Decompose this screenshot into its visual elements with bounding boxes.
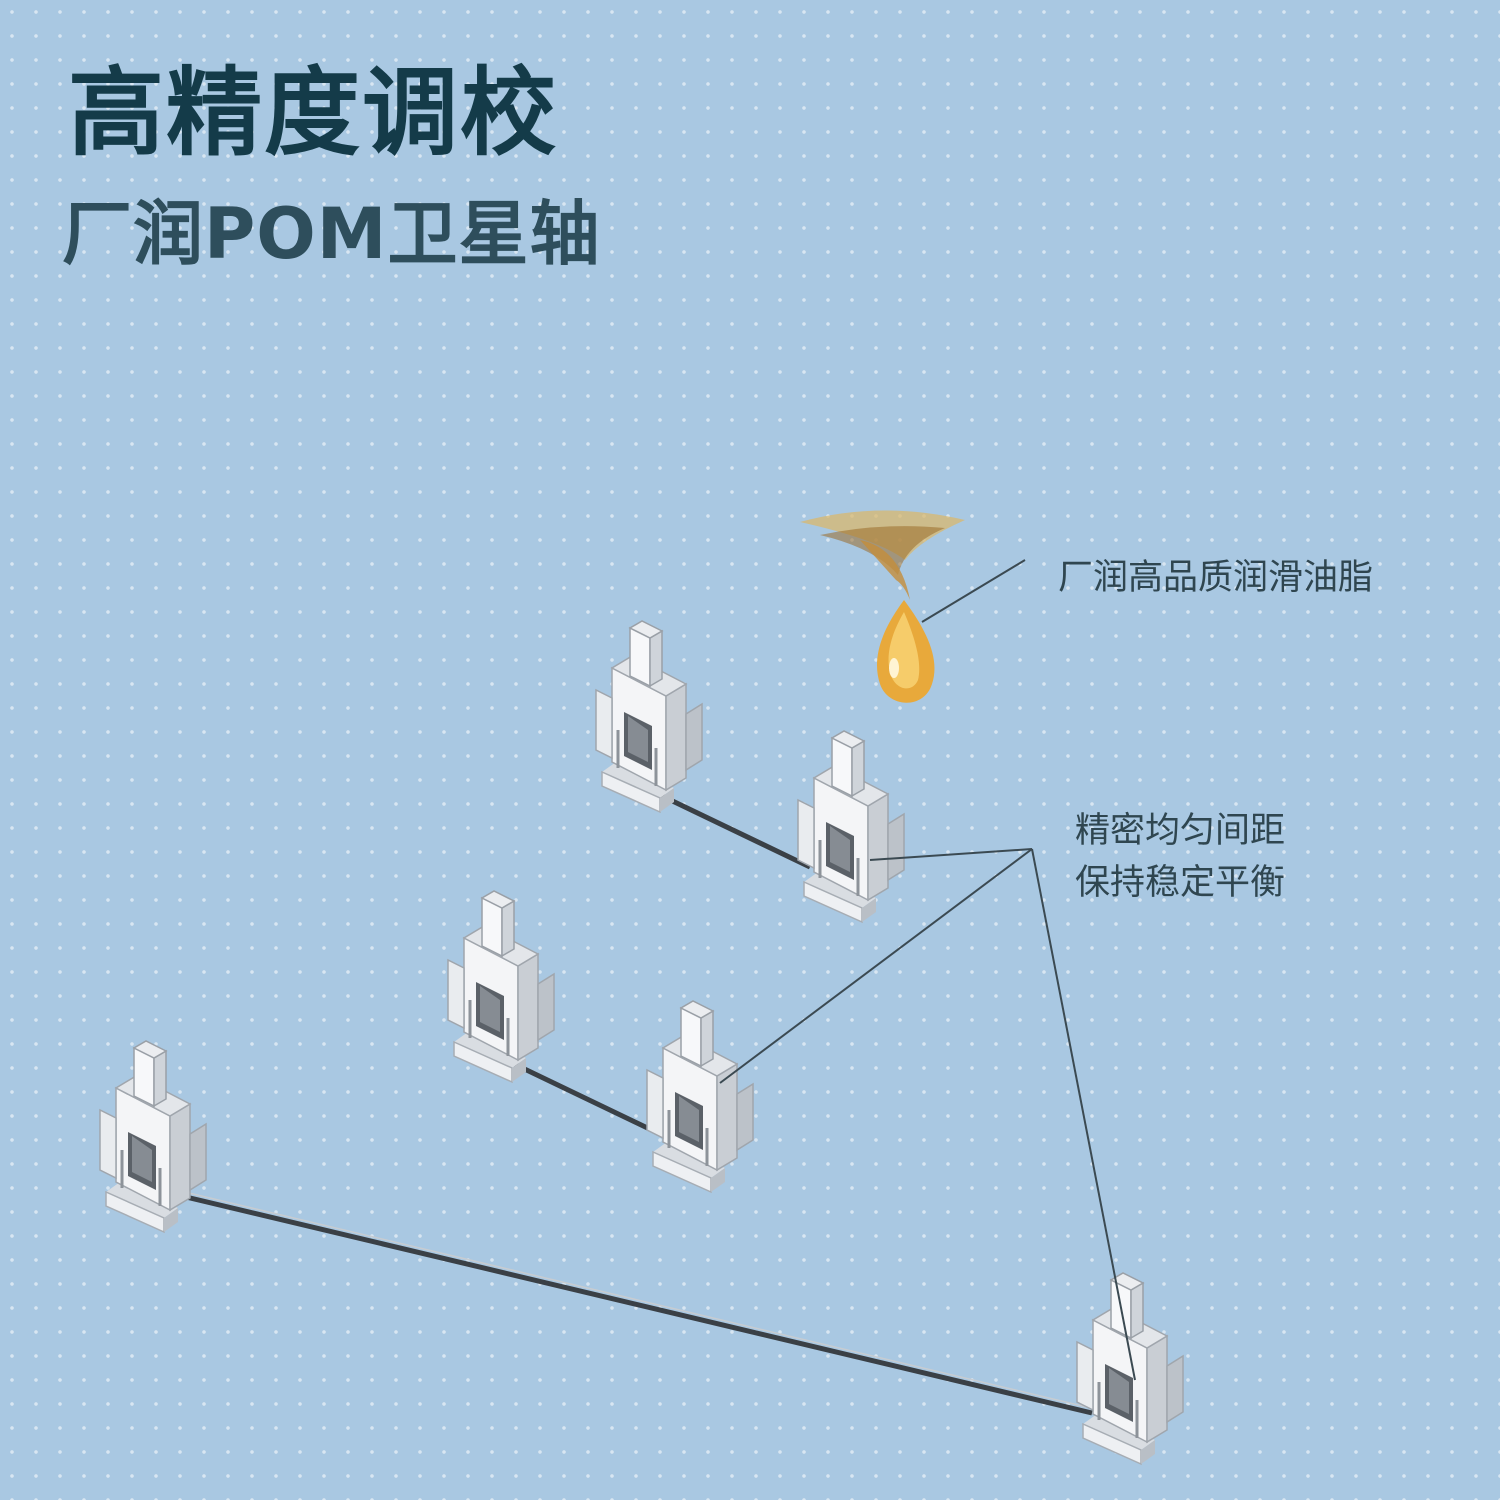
oil-drop-icon	[800, 510, 965, 703]
stabilizer-housing	[98, 1039, 208, 1234]
headline-title: 高精度调校	[68, 57, 558, 169]
stabilizer-wire-medium	[510, 1060, 662, 1137]
stabilizer-housing	[446, 889, 556, 1084]
stabilizer-wire-short	[658, 792, 812, 870]
spacing-callout: 精密均匀间距 保持稳定平衡	[1075, 805, 1285, 909]
stabilizer-housing	[594, 619, 704, 814]
headline-subtitle: 厂润POM卫星轴	[62, 193, 601, 275]
spacing-callout-line1: 精密均匀间距	[1075, 811, 1286, 851]
stabilizer-housing	[1075, 1271, 1185, 1466]
spacing-callout-line2: 保持稳定平衡	[1075, 863, 1286, 903]
spacing-leader-line	[1031, 848, 1136, 1381]
spacing-leader-line	[869, 848, 1033, 861]
grease-leader-line	[921, 559, 1026, 623]
stabilizer-housing	[645, 999, 755, 1194]
grease-callout: 厂润高品质润滑油脂	[1058, 558, 1374, 598]
spacing-leader-line	[719, 848, 1033, 1084]
stabilizer-housing	[796, 729, 906, 924]
stabilizer-wire-long	[164, 1189, 1093, 1416]
